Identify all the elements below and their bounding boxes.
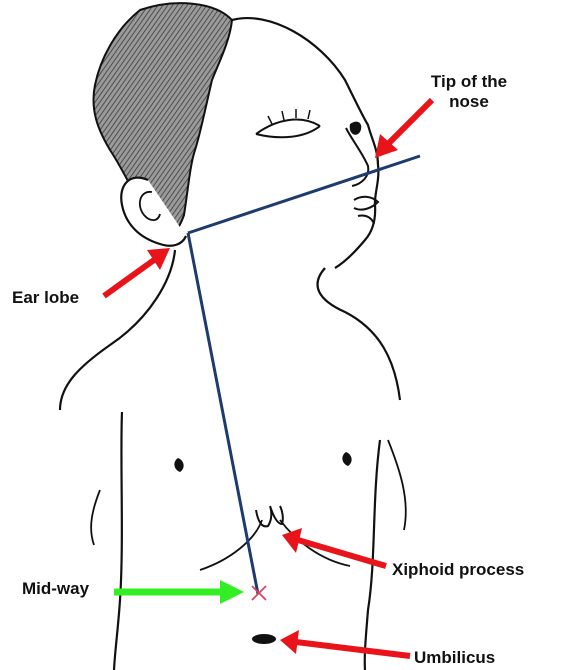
xiphoid-marker [256,506,283,526]
xiphoid-arrow [282,528,386,566]
umbilicus-label: Umbilicus [414,648,495,668]
eyelashes [268,109,310,124]
rib-curve [200,520,350,570]
mid-way-label: Mid-way [22,579,89,599]
neck-right [318,268,400,400]
ear-lobe-arrow [104,248,170,296]
ear-to-midway-line [188,233,258,594]
midway-x-mark [252,586,266,600]
tip-of-nose-label-line2: nose [414,92,524,112]
umbilicus-marker [252,634,276,644]
nostril [350,122,362,135]
right-nipple [342,452,351,466]
left-nipple [174,458,183,472]
eye [256,120,320,138]
xiphoid-process-label: Xiphoid process [392,560,524,580]
ribcage-lines [91,440,406,545]
umbilicus-arrow [280,630,410,656]
tip-of-nose-label: Tip of the nose [414,72,524,112]
mid-way-arrow [114,580,244,604]
ear-lobe-label: Ear lobe [12,288,79,308]
torso-left [114,412,122,670]
tip-of-nose-label-line1: Tip of the [414,72,524,92]
nose-to-ear-line [188,156,420,233]
torso-right [365,440,380,670]
neck-left [60,250,175,410]
head-outline [232,18,378,268]
